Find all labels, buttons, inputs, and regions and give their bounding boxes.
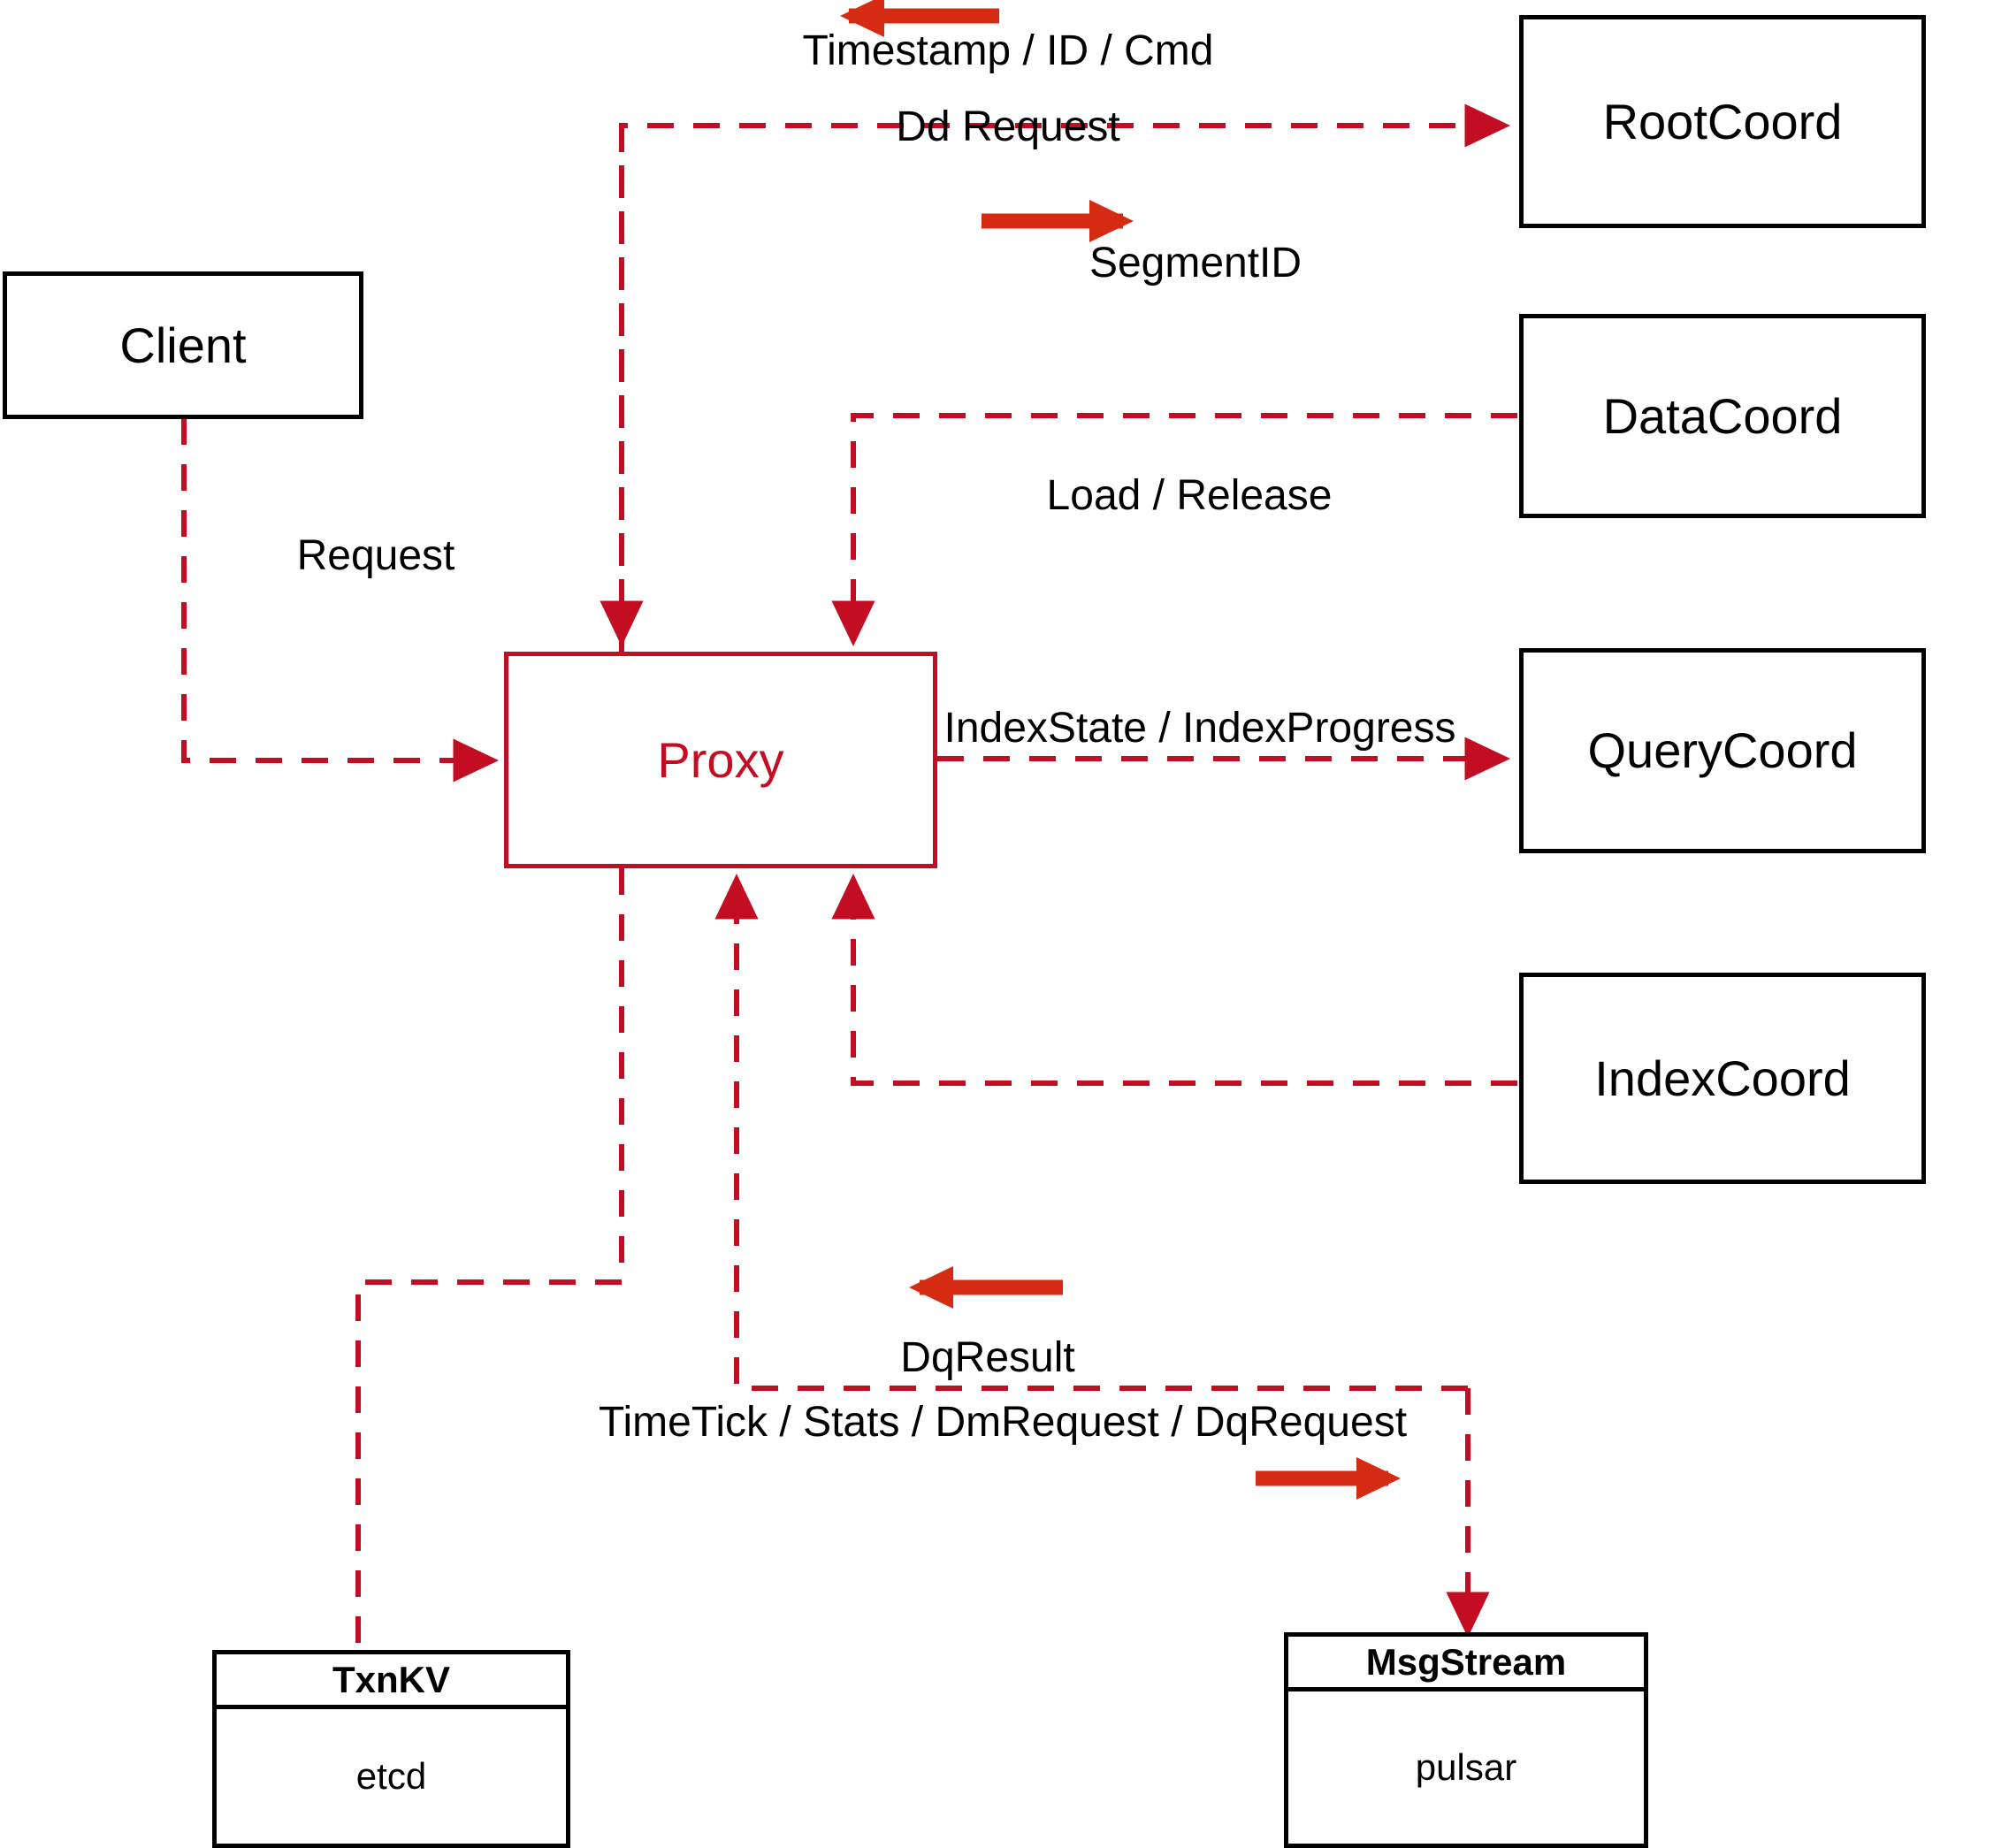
node-indexcoord-label: IndexCoord	[1594, 1050, 1851, 1106]
accent-arrow-ddrequest-right	[982, 200, 1134, 242]
node-msgstream-header: MsgStream	[1288, 1637, 1644, 1691]
node-proxy[interactable]: Proxy	[504, 652, 937, 868]
wire-proxy-to-rootcoord	[619, 103, 1511, 652]
node-datacoord-label: DataCoord	[1602, 387, 1843, 444]
node-txnkv-header: TxnKV	[217, 1654, 566, 1709]
node-msgstream[interactable]: MsgStream pulsar	[1284, 1632, 1648, 1848]
node-client[interactable]: Client	[3, 271, 363, 419]
node-querycoord[interactable]: QueryCoord	[1519, 648, 1926, 853]
edge-label-dq-result: DqResult	[900, 1334, 1075, 1381]
accent-arrow-dqresult-left	[909, 1266, 1063, 1309]
edge-label-load-release: Load / Release	[1046, 472, 1333, 519]
node-proxy-label: Proxy	[657, 731, 784, 788]
node-client-label: Client	[119, 317, 247, 373]
accent-arrow-timestamp-left	[840, 0, 999, 37]
wire-msgstream-to-proxy	[714, 873, 1468, 1391]
wire-indexcoord-to-proxy	[831, 873, 1517, 1086]
node-datacoord[interactable]: DataCoord	[1519, 314, 1926, 518]
edge-label-segment-id: SegmentID	[1089, 240, 1302, 286]
wire-datacoord-to-proxy	[831, 413, 1517, 647]
edge-label-request: Request	[296, 532, 455, 579]
node-txnkv-body: etcd	[355, 1755, 427, 1797]
node-indexcoord[interactable]: IndexCoord	[1519, 973, 1926, 1184]
accent-arrow-dqrequest-right	[1256, 1457, 1401, 1500]
edge-label-dd-request: Dd Request	[896, 103, 1120, 150]
node-querycoord-label: QueryCoord	[1587, 722, 1858, 779]
node-msgstream-body: pulsar	[1415, 1746, 1517, 1788]
node-txnkv[interactable]: TxnKV etcd	[212, 1650, 570, 1848]
node-rootcoord[interactable]: RootCoord	[1519, 15, 1926, 228]
edge-label-timestamp-id-cmd: Timestamp / ID / Cmd	[802, 27, 1214, 74]
wire-client-to-proxy	[181, 418, 500, 783]
edge-label-index-state-progress: IndexState / IndexProgress	[943, 705, 1456, 752]
edge-label-timetick-stats: TimeTick / Stats / DmRequest / DqRequest	[598, 1399, 1408, 1446]
node-rootcoord-label: RootCoord	[1602, 93, 1843, 149]
wire-proxy-to-txnkv	[355, 868, 624, 1650]
